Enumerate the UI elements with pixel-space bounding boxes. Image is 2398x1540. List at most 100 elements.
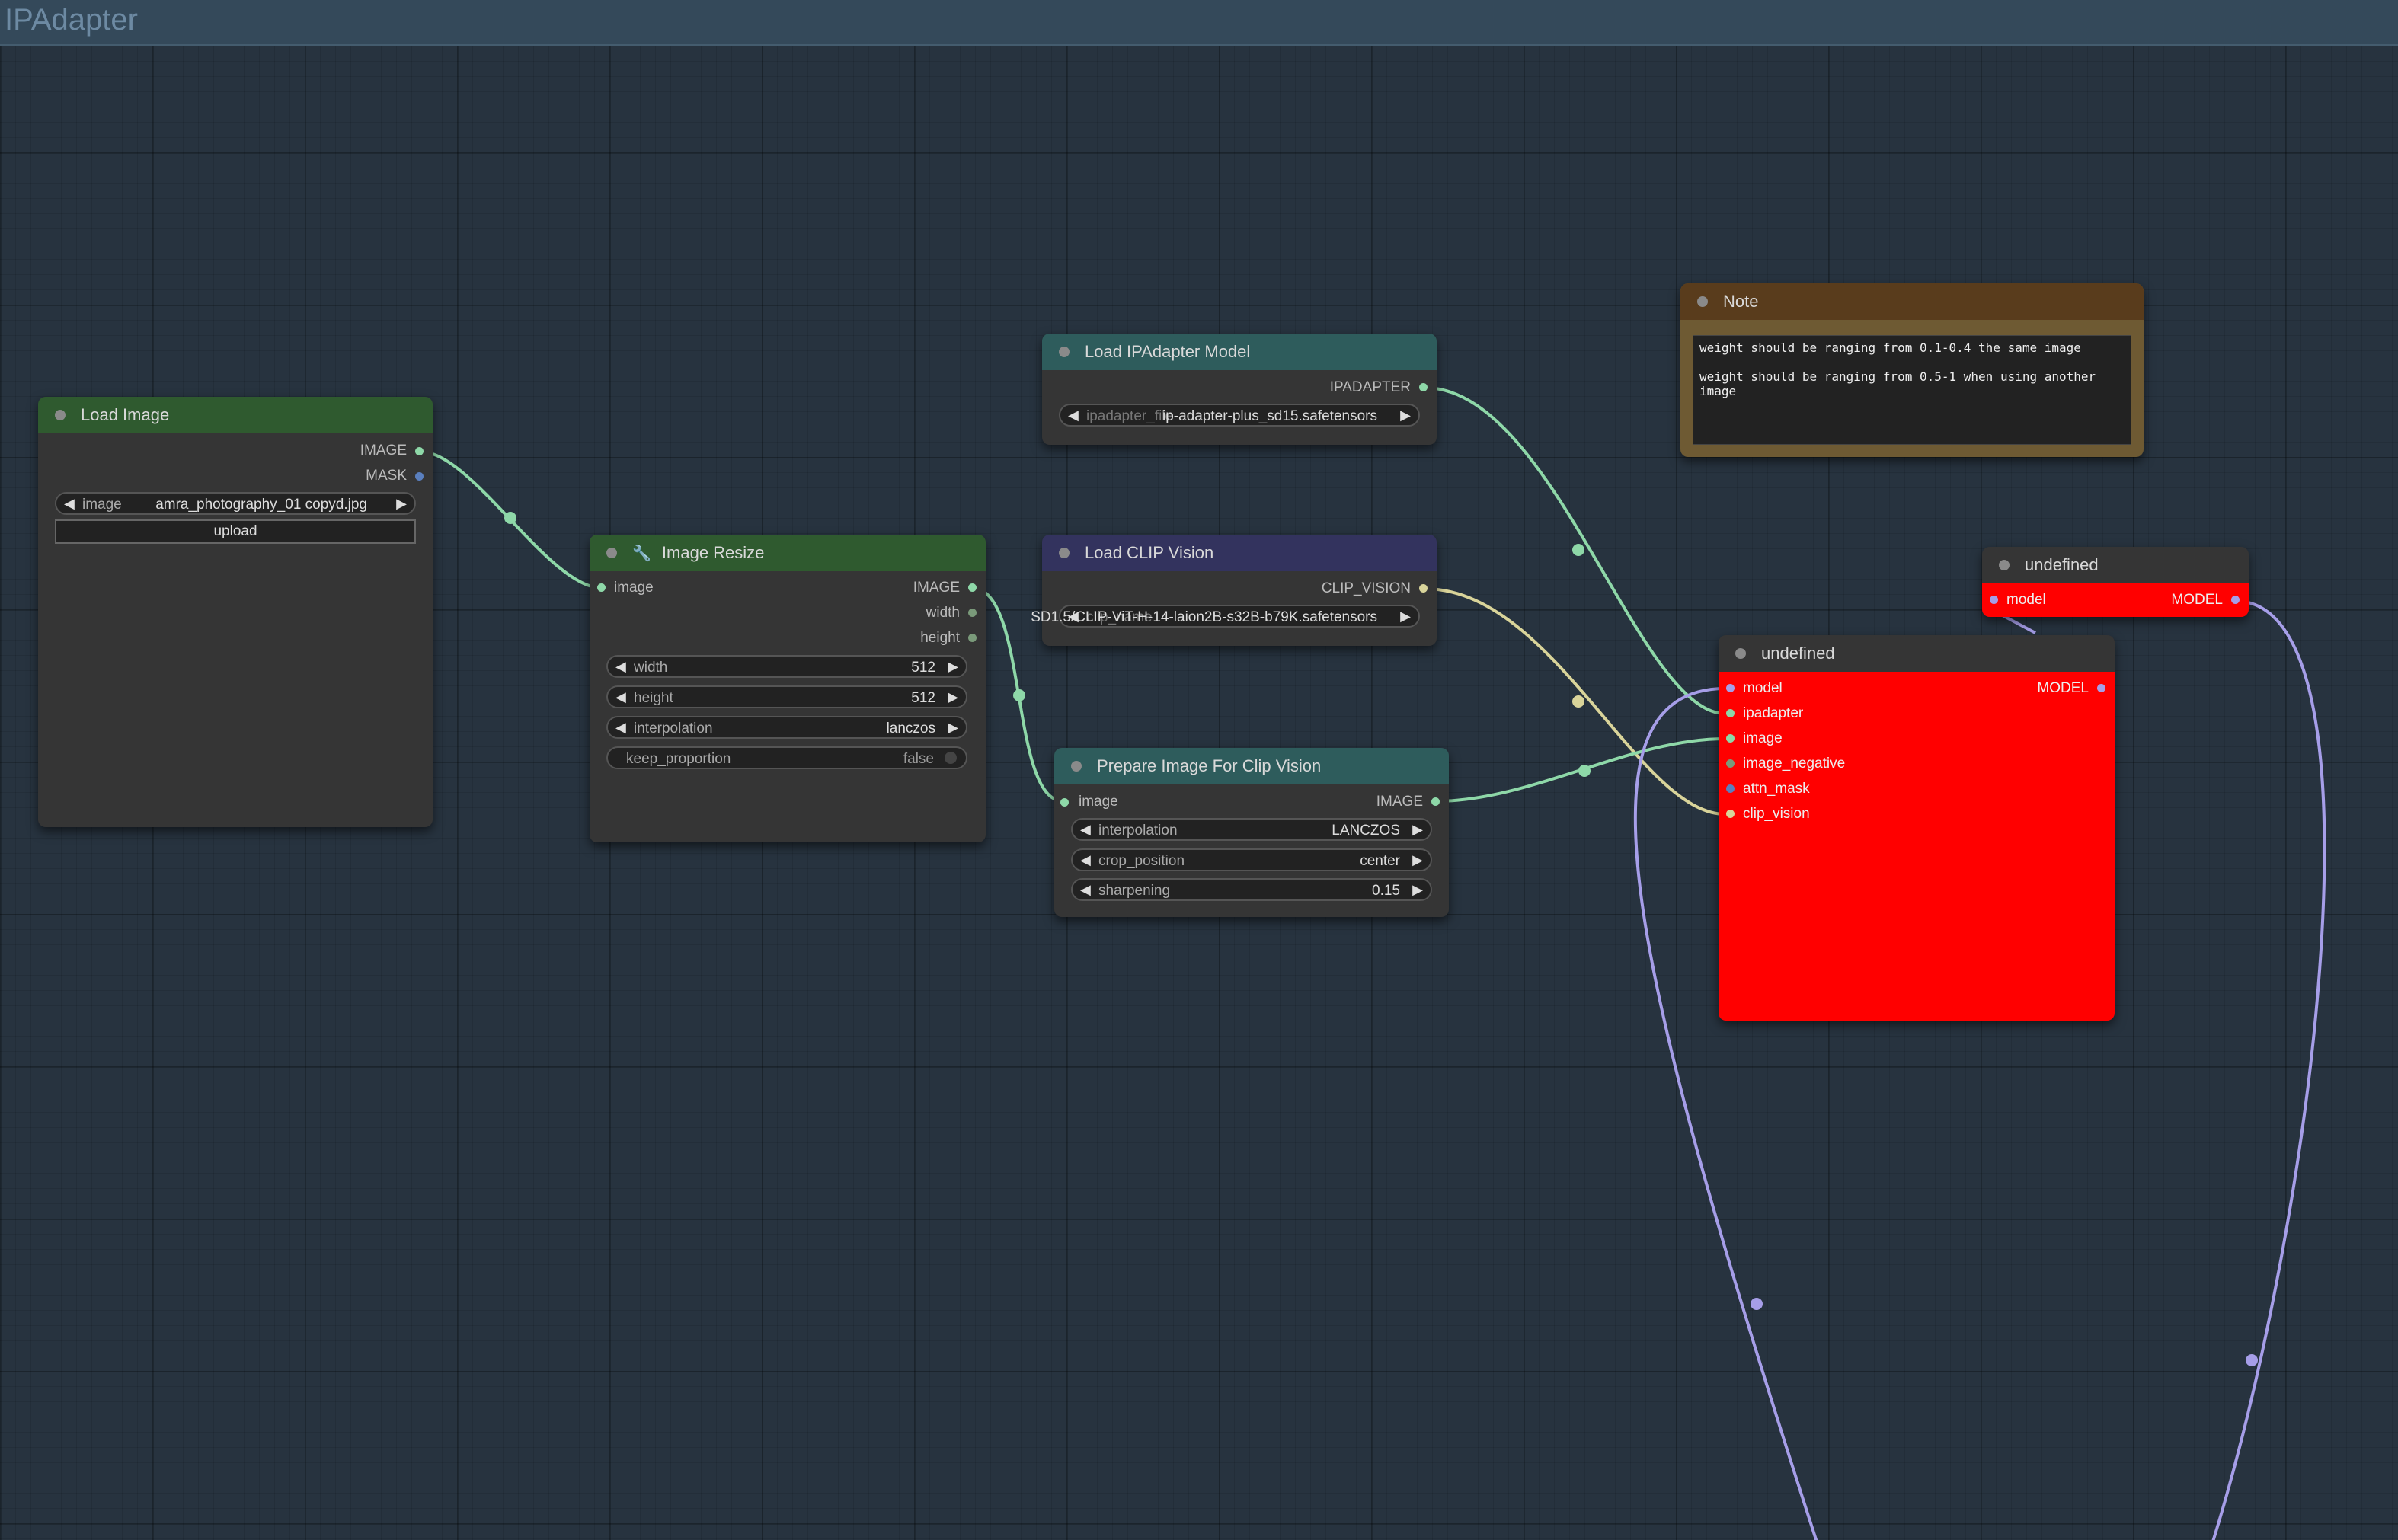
arrow-left-icon[interactable]: ◀ [615,689,626,705]
widget-value: amra_photography_01 copyd.jpg [155,497,367,513]
arrow-right-icon[interactable]: ▶ [1400,609,1411,624]
node-header[interactable]: Load CLIP Vision [1042,535,1437,571]
collapse-dot-icon[interactable] [1999,560,2010,570]
widget-value: LANCZOS [1332,823,1400,839]
output-slot-image: IMAGE [1376,794,1423,810]
toggle-knob-icon[interactable] [945,752,957,764]
node-load-image[interactable]: Load Image IMAGE MASK ◀ image amra_photo… [38,397,433,827]
input-dot-image-icon[interactable] [1060,798,1069,807]
widget-value: 0.15 [1372,883,1400,899]
collapse-dot-icon[interactable] [1735,648,1746,659]
upload-button[interactable]: upload [55,519,416,544]
input-slot-image-negative: image_negative [1743,756,1846,772]
node-image-resize[interactable]: 🔧 Image Resize image IMAGE width height … [590,535,986,842]
node-title: Load CLIP Vision [1085,543,1214,562]
output-slot-height: height [920,630,960,646]
group-header[interactable]: IPAdapter [0,0,2398,46]
node-load-ipadapter-model[interactable]: Load IPAdapter Model IPADAPTER ◀ ipadapt… [1042,334,1437,445]
arrow-left-icon[interactable]: ◀ [1080,882,1091,897]
output-dot-image-icon[interactable] [415,447,424,455]
widget-label: interpolation [1098,823,1178,839]
widget-value: false [903,751,934,767]
error-body [1982,583,2249,617]
interpolation-combo[interactable]: ◀ interpolation lanczos ▶ [606,716,967,739]
node-title: undefined [2025,555,2099,574]
input-dot-model-icon[interactable] [1990,596,1998,604]
widget-label: sharpening [1098,883,1171,899]
image-file-combo[interactable]: ◀ image amra_photography_01 copyd.jpg ▶ [55,492,416,515]
node-header[interactable]: Load Image [38,397,433,433]
crop-position-combo[interactable]: ◀ crop_position center ▶ [1071,848,1432,871]
output-slot-image: IMAGE [913,580,960,596]
wire-clipvision-to-apply [1424,587,1726,816]
input-dot-clip-vision-icon[interactable] [1726,810,1735,818]
width-number-widget[interactable]: ◀ width 512 ▶ [606,655,967,678]
note-textarea[interactable]: weight should be ranging from 0.1-0.4 th… [1693,335,2131,445]
arrow-left-icon[interactable]: ◀ [615,659,626,674]
ipadapter-file-combo[interactable]: ◀ ipadapter_file ip-adapter-plus_sd15.sa… [1059,404,1420,427]
height-number-widget[interactable]: ◀ height 512 ▶ [606,685,967,708]
arrow-right-icon[interactable]: ▶ [948,689,958,705]
node-load-clip-vision[interactable]: Load CLIP Vision CLIP_VISION ◀ clip_name… [1031,535,1437,646]
output-dot-width-icon[interactable] [968,609,977,617]
widget-value: SD1.5/CLIP-ViT-H-14-laion2B-s32B-b79K.sa… [1031,609,1377,625]
input-dot-image-icon[interactable] [597,583,606,592]
arrow-left-icon[interactable]: ◀ [1068,609,1079,624]
input-dot-image-icon[interactable] [1726,734,1735,743]
input-slot-image: image [1743,730,1783,746]
error-body [1719,672,2115,1021]
node-header[interactable]: undefined [1719,635,2115,672]
node-header[interactable]: Load IPAdapter Model [1042,334,1437,370]
arrow-right-icon[interactable]: ▶ [1412,852,1423,867]
arrow-left-icon[interactable]: ◀ [64,496,75,511]
output-slot-width: width [926,605,960,621]
interpolation-combo[interactable]: ◀ interpolation LANCZOS ▶ [1071,818,1432,841]
node-header[interactable]: Prepare Image For Clip Vision [1054,748,1449,784]
reroute-dots [504,512,2258,1366]
node-undefined-small[interactable]: undefined model MODEL [1982,547,2249,617]
arrow-left-icon[interactable]: ◀ [1080,822,1091,837]
collapse-dot-icon[interactable] [55,410,66,420]
node-header[interactable]: 🔧 Image Resize [590,535,986,571]
input-dot-attn-mask-icon[interactable] [1726,784,1735,793]
node-prepare-image-for-clip-vision[interactable]: Prepare Image For Clip Vision image IMAG… [1054,748,1449,917]
widget-label: keep_proportion [626,751,731,767]
output-dot-model-icon[interactable] [2097,684,2105,692]
output-dot-ipadapter-icon[interactable] [1419,383,1428,391]
keep-proportion-toggle[interactable]: keep_proportion false [606,746,967,769]
node-header[interactable]: undefined [1982,547,2249,583]
node-note[interactable]: Note weight should be ranging from 0.1-0… [1680,283,2144,457]
output-dot-image-icon[interactable] [968,583,977,592]
clip-name-combo[interactable]: ◀ clip_name SD1.5/CLIP-ViT-H-14-laion2B-… [1031,605,1420,628]
output-dot-mask-icon[interactable] [415,472,424,481]
node-undefined-apply[interactable]: undefined model MODEL ipadapter image im… [1719,635,2115,1021]
input-dot-model-icon[interactable] [1726,684,1735,692]
arrow-right-icon[interactable]: ▶ [396,496,407,511]
arrow-right-icon[interactable]: ▶ [1412,882,1423,897]
arrow-left-icon[interactable]: ◀ [1080,852,1091,867]
output-slot-image: IMAGE [360,443,407,458]
arrow-right-icon[interactable]: ▶ [1412,822,1423,837]
collapse-dot-icon[interactable] [1071,761,1082,772]
collapse-dot-icon[interactable] [1059,347,1070,357]
input-dot-ipadapter-icon[interactable] [1726,709,1735,717]
output-dot-image-icon[interactable] [1431,797,1440,806]
arrow-right-icon[interactable]: ▶ [948,720,958,735]
group-title: IPAdapter [5,3,138,37]
collapse-dot-icon[interactable] [1059,548,1070,558]
arrow-right-icon[interactable]: ▶ [1400,407,1411,423]
collapse-dot-icon[interactable] [1697,296,1708,307]
input-dot-image-negative-icon[interactable] [1726,759,1735,768]
node-header[interactable]: Note [1680,283,2144,320]
collapse-dot-icon[interactable] [606,548,617,558]
input-slot-image: image [1079,794,1118,810]
output-dot-model-icon[interactable] [2231,596,2240,604]
arrow-right-icon[interactable]: ▶ [948,659,958,674]
widget-label: interpolation [634,720,713,736]
output-dot-height-icon[interactable] [968,634,977,642]
sharpening-number-widget[interactable]: ◀ sharpening 0.15 ▶ [1071,878,1432,901]
arrow-left-icon[interactable]: ◀ [1068,407,1079,423]
arrow-left-icon[interactable]: ◀ [615,720,626,735]
output-dot-clip-vision-icon[interactable] [1419,584,1428,593]
input-slot-ipadapter: ipadapter [1743,705,1804,721]
